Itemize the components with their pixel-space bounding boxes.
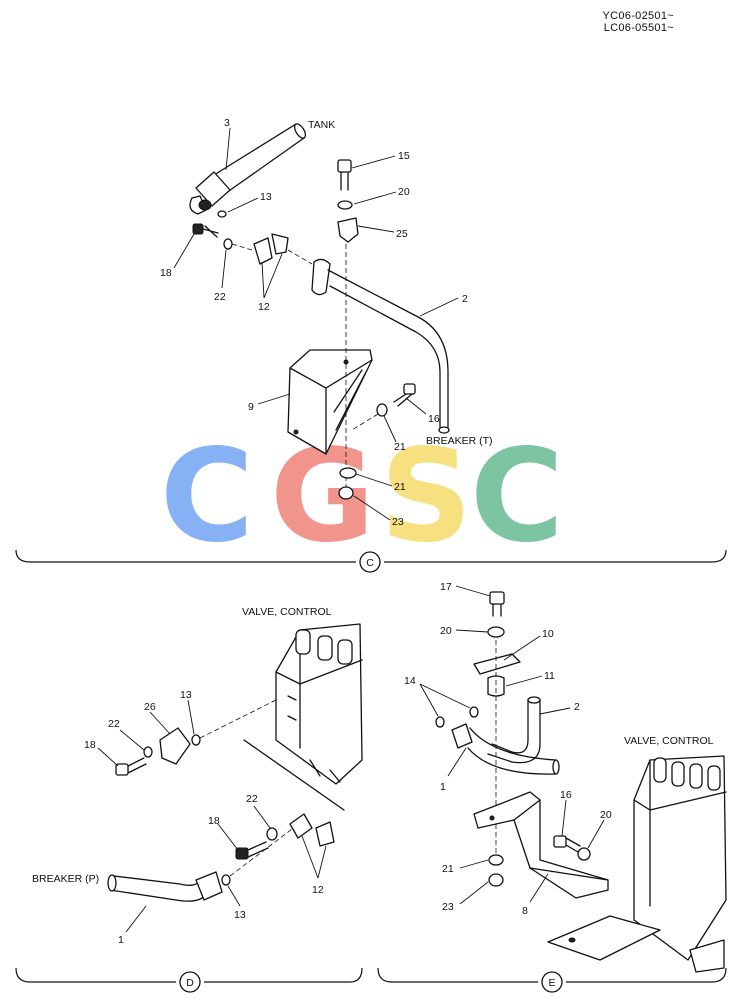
section-e-bracket xyxy=(377,967,727,983)
clamp-10 xyxy=(473,653,521,675)
callout-18-d-upper: 18 xyxy=(84,739,96,751)
callout-18: 18 xyxy=(160,267,172,279)
callout-2-e: 2 xyxy=(574,701,580,713)
callout-1-e: 1 xyxy=(440,781,446,793)
section-d-marker: D xyxy=(186,977,194,989)
cgsc-watermark: C G S C xyxy=(160,422,564,571)
callout-21-lower: 21 xyxy=(394,481,406,493)
nut-23-e xyxy=(488,873,504,887)
washer-20-e-lower xyxy=(577,847,591,861)
callout-17: 17 xyxy=(440,581,452,593)
washer-22-d-upper xyxy=(143,746,153,758)
bolt-18 xyxy=(192,223,219,238)
callout-14: 14 xyxy=(404,675,416,687)
pipe-2 xyxy=(311,258,450,434)
callout-22: 22 xyxy=(214,291,226,303)
watermark-letter-c2: C xyxy=(470,422,564,571)
bolt-17 xyxy=(489,591,505,617)
callout-12: 12 xyxy=(258,301,270,313)
callout-8: 8 xyxy=(522,905,528,917)
callout-18-d-lower: 18 xyxy=(208,815,220,827)
watermark-letter-s: S xyxy=(380,422,472,571)
callout-20-e-upper: 20 xyxy=(440,625,452,637)
washer-22 xyxy=(223,238,233,250)
callout-21-e: 21 xyxy=(442,863,454,875)
section-c-bracket xyxy=(15,549,727,563)
callout-13: 13 xyxy=(260,191,272,203)
label-breaker-t: BREAKER (T) xyxy=(426,435,493,447)
hose-assembly-3 xyxy=(189,123,307,215)
callout-25: 25 xyxy=(396,228,408,240)
washer-22-d-lower xyxy=(266,827,278,841)
bolt-18-d-lower xyxy=(235,841,269,860)
washer-21-lower xyxy=(339,467,357,479)
serial-range-lc: LC06-05501~ xyxy=(603,22,674,34)
nut-23 xyxy=(338,486,354,500)
section-d-diagram: VALVE, CONTROL xyxy=(15,606,363,993)
split-flange-12-d xyxy=(289,813,335,847)
section-e-diagram: 17 20 10 11 14 2 VALVE, CONTROL 1 16 20 … xyxy=(377,581,727,993)
section-e-marker: E xyxy=(548,977,555,989)
watermark-letter-c1: C xyxy=(160,422,254,571)
control-valve-e xyxy=(547,755,727,973)
bolt-16-e xyxy=(553,835,581,853)
bolt-18-d-upper xyxy=(115,757,147,776)
o-ring-14-upper xyxy=(469,706,479,718)
callout-2: 2 xyxy=(462,293,468,305)
callout-3: 3 xyxy=(224,117,230,129)
pipe-2-e xyxy=(487,696,541,764)
hose-1-d xyxy=(107,871,231,902)
callout-9: 9 xyxy=(248,401,254,413)
bolt-16 xyxy=(393,383,416,407)
label-tank: TANK xyxy=(308,119,335,131)
section-d-bracket xyxy=(15,967,363,983)
callout-20: 20 xyxy=(398,186,410,198)
label-valve-control-e: VALVE, CONTROL xyxy=(624,735,714,747)
washer-21-upper xyxy=(376,403,388,417)
washer-20-e-upper xyxy=(487,626,505,638)
bolt-15 xyxy=(337,159,352,191)
section-d-marker-circle xyxy=(179,971,201,993)
clamp-25 xyxy=(337,217,359,243)
callout-22-d-lower: 22 xyxy=(246,793,258,805)
callout-10: 10 xyxy=(542,628,554,640)
callout-16: 16 xyxy=(428,413,440,425)
callout-12-d: 12 xyxy=(312,884,324,896)
washer-20 xyxy=(337,200,353,210)
o-ring-14-lower xyxy=(435,716,445,728)
split-flange-12 xyxy=(253,233,289,265)
section-e-marker-circle xyxy=(541,971,563,993)
callout-20-e-lower: 20 xyxy=(600,809,612,821)
bracket-8 xyxy=(473,791,609,899)
control-valve-d xyxy=(243,623,363,811)
washer-21-e xyxy=(488,854,504,866)
callout-1-d: 1 xyxy=(118,934,124,946)
callout-15: 15 xyxy=(398,150,410,162)
callout-16-e: 16 xyxy=(560,789,572,801)
o-ring-13-d-upper xyxy=(191,734,201,746)
bracket-9 xyxy=(287,349,373,455)
serial-range-yc: YC06-02501~ xyxy=(602,10,674,22)
callout-26: 26 xyxy=(144,701,156,713)
flange-26 xyxy=(159,727,191,765)
o-ring-13 xyxy=(217,210,227,218)
callout-21-upper: 21 xyxy=(394,441,406,453)
spacer-11 xyxy=(487,675,505,697)
section-c-marker: C xyxy=(366,557,374,569)
label-breaker-p: BREAKER (P) xyxy=(32,873,99,885)
callout-22-d-upper: 22 xyxy=(108,718,120,730)
callout-11: 11 xyxy=(544,670,555,682)
callout-13-d-upper: 13 xyxy=(180,689,192,701)
hose-1-e xyxy=(451,723,560,775)
callout-23-e: 23 xyxy=(442,901,454,913)
callout-13-d-lower: 13 xyxy=(234,909,246,921)
callout-23: 23 xyxy=(392,516,404,528)
section-c-diagram: 3 TANK 13 15 20 25 18 22 12 2 9 16 21 BR… xyxy=(15,117,727,573)
section-c-marker-circle xyxy=(359,551,381,573)
label-valve-control-d: VALVE, CONTROL xyxy=(242,606,332,618)
